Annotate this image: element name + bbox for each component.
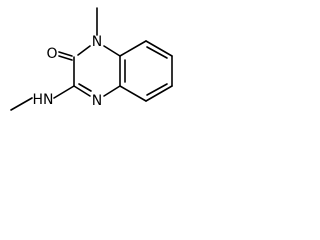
atom-n-imine: N <box>92 93 102 109</box>
bond-c5-c6-inner <box>146 83 168 96</box>
bond-n4-c4a <box>103 85 121 97</box>
bond-c3-n4-double <box>78 83 92 92</box>
bond-c5-c6 <box>145 85 173 102</box>
bond-c4a-c5 <box>119 85 147 102</box>
bond-n1-c8a <box>103 45 121 57</box>
quinoxalinone-structure: N O N HN <box>10 7 173 111</box>
bond-c7-c8 <box>145 40 173 57</box>
bond-c3-nh <box>53 85 75 99</box>
bond-lines <box>10 7 173 111</box>
atom-o-carbonyl: O <box>46 46 57 62</box>
bond-c8-c8a <box>119 40 147 57</box>
atom-n-methyl: N <box>92 34 102 50</box>
bond-nh-methyl <box>10 97 33 111</box>
bond-c7-c8-inner <box>146 46 168 59</box>
bond-n1-c2 <box>77 45 91 56</box>
bond-c2-o-double <box>58 55 73 61</box>
atom-hn-amine: HN <box>33 92 54 108</box>
bond-c2-o <box>58 51 73 57</box>
bond-c3-n4 <box>73 85 91 97</box>
